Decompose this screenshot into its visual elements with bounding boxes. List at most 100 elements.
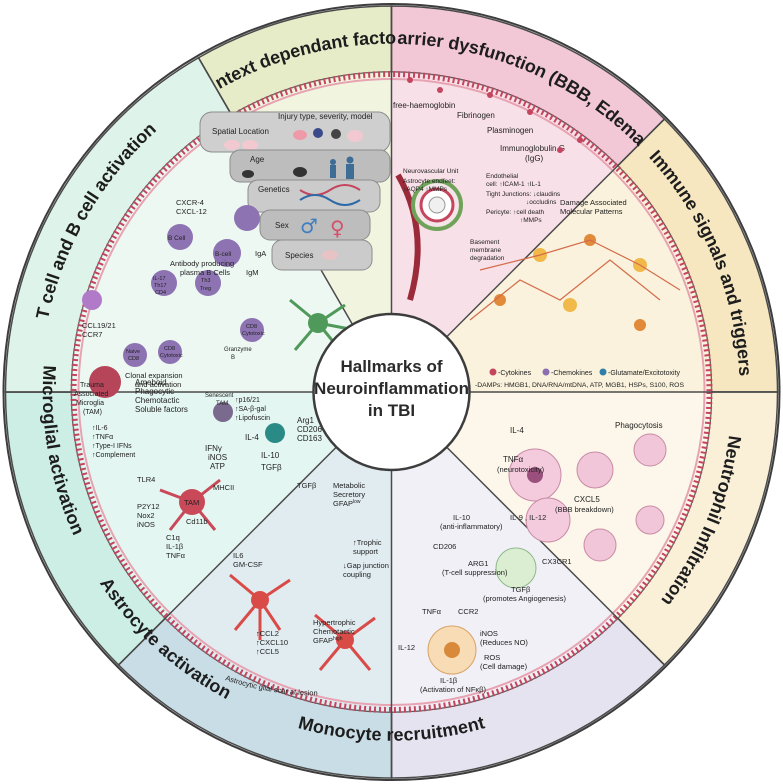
barrier-fibrinogen: Fibrinogen bbox=[457, 111, 495, 120]
astro-gmcsf: GM-CSF bbox=[233, 560, 263, 569]
tc-th17: IL-17 bbox=[153, 276, 166, 282]
mg-sagal: ↑SA-β-gal bbox=[235, 406, 266, 413]
astro-ccl5: ↑CCL5 bbox=[256, 647, 279, 656]
neutrophil-phago: Phagocytosis bbox=[615, 421, 663, 430]
mg-compl: ↑Complement bbox=[92, 452, 135, 459]
mg-phago: Phagocytic bbox=[135, 387, 174, 396]
tc-th3b: Treg bbox=[200, 286, 211, 292]
tc-iga: IgA bbox=[255, 249, 266, 258]
mg-mhcii: MHCII bbox=[213, 483, 234, 492]
monocyte-il10a: IL-10 bbox=[453, 513, 470, 522]
tc-igm: IgM bbox=[246, 268, 259, 277]
mg-lipo: ↑Lipofuscin bbox=[235, 415, 270, 422]
monocyte-tgfb: (promotes Angiogenesis) bbox=[483, 594, 566, 603]
monocyte-rosa: ROS bbox=[484, 653, 500, 662]
context-panel: Spatial Location Injury type, severity, … bbox=[199, 111, 391, 271]
astro-tgf: TGFβ bbox=[297, 481, 317, 490]
context-species: Species bbox=[285, 251, 313, 260]
astro-gap1: ↓Gap junction bbox=[343, 561, 389, 570]
neutrophil-cxcl5b: (BBB breakdown) bbox=[555, 505, 614, 514]
monocyte-il1b: (Activation of NFκβ) bbox=[420, 685, 486, 694]
barrier-panel: free-haemoglobin Fibrinogen Plasminogen … bbox=[393, 77, 583, 301]
monocyte-panel: IL-10 (anti-inflammatory) CD206 CX3CR1 A… bbox=[398, 513, 572, 694]
barrier-igg1: Immunoglobulin G bbox=[500, 144, 565, 153]
tc-th17c: CD4 bbox=[155, 290, 166, 296]
mg-nox2: Nox2 bbox=[137, 511, 155, 520]
monocyte-tgfa: TGFβ bbox=[511, 585, 531, 594]
astro-hyper2: Chemotactic bbox=[313, 627, 355, 636]
tc-cxcr4: CXCR-4 bbox=[176, 198, 204, 207]
mg-atp: ATP bbox=[210, 462, 225, 471]
mg-tgfb: TGFβ bbox=[261, 463, 282, 472]
neutrophil-il9: IL-9 , IL-12 bbox=[510, 513, 546, 522]
barrier-tight2: ↓occludins bbox=[526, 199, 557, 206]
mg-sen1: Senescent bbox=[205, 393, 234, 399]
context-injury: Injury type, severity, model bbox=[278, 112, 373, 121]
mg-sen2: TAM bbox=[216, 401, 228, 407]
immune-damps: -DAMPs: HMGB1, DNA/RNA/mtDNA, ATP, MGB1,… bbox=[475, 382, 684, 389]
tc-plasma: Antibody producing bbox=[170, 259, 234, 268]
tc-naive2: CD8 bbox=[128, 356, 139, 362]
astro-il6: IL6 bbox=[233, 551, 243, 560]
monocyte-cd206: CD206 bbox=[433, 542, 456, 551]
mg-cd11b: Cd11b bbox=[186, 517, 208, 526]
context-age: Age bbox=[250, 155, 265, 164]
barrier-nvu: Neurovascular Unit bbox=[403, 168, 458, 175]
barrier-pericyte2: ↑MMPs bbox=[520, 217, 542, 224]
monocyte-cx3cr1: CX3CR1 bbox=[542, 557, 572, 566]
context-spatial: Spatial Location bbox=[212, 127, 269, 136]
context-sex: Sex bbox=[275, 221, 289, 230]
monocyte-il1a: IL-1β bbox=[440, 676, 458, 685]
barrier-pericyte1: Pericyte: ↑cell death bbox=[486, 209, 545, 216]
astro-meta1: Metabolic bbox=[333, 481, 365, 490]
neutrophil-tnf1: TNFα bbox=[503, 455, 524, 464]
astro-trophic1: ↑Trophic bbox=[353, 538, 382, 547]
astro-meta3: GFAPlow bbox=[333, 499, 361, 508]
mg-inos2: iNOS bbox=[137, 520, 155, 529]
center-title-line3: in TBI bbox=[368, 401, 415, 420]
barrier-endo2: cell: ↑ICAM-1 ↑IL-1 bbox=[486, 181, 541, 188]
tc-ccr7: CCR7 bbox=[82, 330, 102, 339]
neutrophil-panel: Phagocytosis IL-4 TNFα (neurotoxicity) C… bbox=[497, 421, 667, 562]
neutrophil-cxcl5a: CXCL5 bbox=[574, 495, 600, 504]
mg-tnf2: TNFα bbox=[166, 551, 186, 560]
barrier-igg2: (IgG) bbox=[525, 154, 544, 163]
immune-chemokines: -Chemokines bbox=[551, 370, 593, 377]
immune-panel: Damage Associated Molecular Patterns -Cy… bbox=[469, 198, 684, 389]
immune-cytokines: -Cytokines bbox=[498, 370, 532, 377]
barrier-basement2: membrane bbox=[470, 247, 501, 254]
barrier-endfeet1: Astrocyte endfeet: bbox=[403, 178, 456, 185]
monocyte-il10b: (anti-inflammatory) bbox=[440, 522, 503, 531]
mg-tam3: Microglia bbox=[76, 400, 104, 407]
mg-ameboid: Ameboid bbox=[135, 378, 167, 387]
mg-il4: IL-4 bbox=[245, 433, 259, 442]
tc-cd8d: Cytotoxic bbox=[242, 331, 265, 337]
tc-cd8c: CD8 bbox=[246, 324, 257, 330]
mg-tam2: Associated bbox=[74, 391, 108, 398]
mg-ifng: IFNγ bbox=[205, 444, 222, 453]
tc-ccl: CCL19/21 bbox=[82, 321, 116, 330]
monocyte-inosb: (Reduces NO) bbox=[480, 638, 528, 647]
mg-p16: ↑p16/21 bbox=[235, 397, 260, 404]
astro-hyper1: Hypertrophic bbox=[313, 618, 356, 627]
tcell-panel: CXCR-4 CXCL-12 B Cell B-cell IgA IgM Ant… bbox=[82, 198, 266, 389]
barrier-endfeet2: ↑AQP4 ↑MMPs bbox=[403, 186, 448, 193]
sector-tcell bbox=[71, 114, 353, 392]
astro-cxcl10: ↑CXCL10 bbox=[256, 638, 288, 647]
tc-cxcl12: CXCL-12 bbox=[176, 207, 207, 216]
male-icon: ♂ bbox=[300, 214, 318, 238]
barrier-basement3: degradation bbox=[470, 255, 505, 262]
astro-ccl2: ↑CCL2 bbox=[256, 629, 279, 638]
monocyte-arg1a: ARG1 bbox=[468, 559, 488, 568]
mg-cd163: CD163 bbox=[297, 434, 322, 443]
tc-th3: Th3 bbox=[201, 278, 210, 284]
tc-bcell2: B-cell bbox=[215, 251, 232, 258]
astro-gap2: coupling bbox=[343, 570, 371, 579]
tc-cd8a: CD8 bbox=[164, 346, 175, 352]
immune-damp1: Damage Associated bbox=[560, 198, 627, 207]
astro-trophic2: support bbox=[353, 547, 379, 556]
mg-inos: iNOS bbox=[208, 453, 227, 462]
context-genetics: Genetics bbox=[258, 185, 290, 194]
mg-tam4: (TAM) bbox=[83, 409, 102, 416]
tc-clonal2: and activation bbox=[135, 380, 181, 389]
